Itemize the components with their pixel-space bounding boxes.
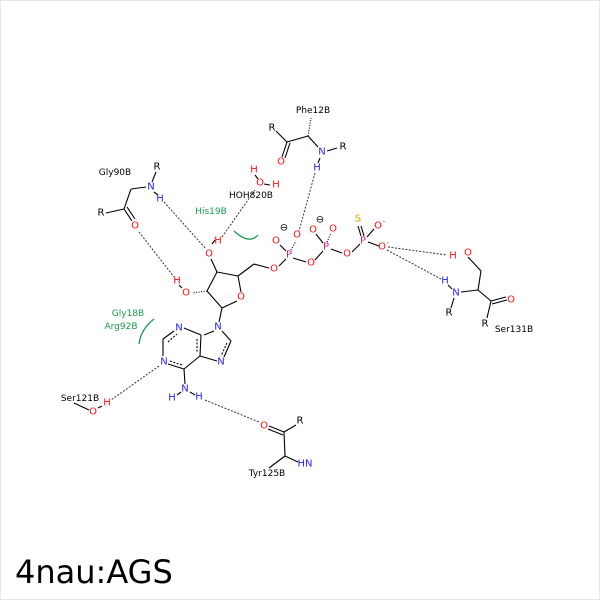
atom-n: N: [217, 357, 224, 368]
minus-sign: -: [383, 218, 386, 226]
atom-r: R: [446, 308, 453, 319]
residue-label-his19b: His19B: [195, 207, 227, 217]
residue-label-ser121b: Ser121B: [61, 394, 99, 404]
atom-o: O: [256, 178, 264, 189]
atom-labels: R O N R H R N H R O H O H H O H O O O P …: [89, 123, 515, 470]
residue-label-phe12b: Phe12B: [296, 106, 330, 116]
hbond-ser131b-n: [386, 249, 442, 280]
hydrophobic-arc-gly18b-arg92b: [138, 318, 155, 345]
atom-o: O: [329, 224, 337, 235]
hbond-gly90b-o: [138, 231, 175, 278]
minus-sign: -: [387, 239, 390, 247]
hydrogen-bonds: [110, 172, 448, 423]
atom-p: P: [360, 236, 366, 247]
atom-o: O: [378, 242, 386, 253]
atom-h: H: [168, 393, 176, 404]
atom-s: S: [355, 214, 361, 225]
atom-h: H: [272, 180, 280, 191]
residue-label-ser131b: Ser131B: [495, 325, 533, 335]
atom-o: O: [131, 221, 139, 232]
residue-label-gly90b: Gly90B: [99, 168, 131, 178]
atom-r: R: [269, 123, 276, 134]
atom-o: O: [343, 249, 351, 260]
atom-n: N: [452, 288, 459, 299]
hydrophobic-arc-his19b: [233, 230, 259, 240]
atom-o: O: [237, 292, 245, 303]
hbond-ser131b-og: [387, 246, 448, 256]
atom-h: H: [250, 165, 258, 176]
atom-h: H: [173, 276, 181, 287]
charge-icon: ⊖: [316, 215, 324, 226]
atom-r: R: [98, 208, 105, 219]
atom-o: O: [374, 221, 382, 232]
hbond-water: [221, 189, 256, 238]
atom-o: O: [293, 230, 301, 241]
diagram-title: 4nau:AGS: [15, 553, 173, 591]
atom-r: R: [482, 319, 489, 330]
charge-icon: ⊖: [280, 223, 288, 234]
atom-o: O: [205, 249, 213, 260]
atom-p: P: [286, 250, 292, 261]
atom-h: H: [441, 276, 449, 287]
atom-o: O: [507, 295, 515, 306]
bonds: [73, 117, 508, 469]
atom-p: P: [323, 242, 329, 253]
atom-n: N: [214, 322, 221, 333]
atom-n: N: [175, 323, 182, 334]
atom-o: O: [464, 248, 472, 259]
atom-r: R: [154, 162, 161, 173]
atom-h: H: [195, 392, 203, 403]
atom-o: O: [307, 258, 315, 269]
atom-n: N: [160, 357, 167, 368]
residue-label-arg92b: Arg92B: [104, 322, 137, 332]
hbond-tyr125b: [204, 399, 260, 423]
atom-o: O: [272, 236, 280, 247]
atom-h: H: [313, 163, 321, 174]
atom-o: O: [89, 407, 97, 418]
residue-label-tyr125b: Tyr125B: [248, 469, 285, 479]
atom-hn: HN: [298, 459, 313, 470]
hbond-gly90b-n: [163, 201, 207, 250]
hbond-ser121b: [110, 365, 160, 401]
atom-n: N: [147, 182, 154, 193]
atom-r: R: [340, 142, 347, 153]
atom-n: N: [181, 384, 188, 395]
atom-o: O: [270, 264, 278, 275]
hbond-phe12b: [298, 172, 316, 232]
atom-h: H: [103, 398, 111, 409]
atom-o: O: [309, 225, 317, 236]
atom-o: O: [182, 288, 190, 299]
residue-label-hoh820b: HOH820B: [229, 191, 273, 201]
atom-r: R: [297, 416, 304, 427]
atom-n: N: [318, 147, 325, 158]
residue-label-gly18b: Gly18B: [112, 309, 144, 319]
atom-h: H: [449, 251, 457, 262]
atom-h: H: [156, 194, 164, 205]
atom-o: O: [260, 421, 268, 432]
atom-h: H: [214, 236, 222, 247]
atom-o: O: [277, 157, 285, 168]
